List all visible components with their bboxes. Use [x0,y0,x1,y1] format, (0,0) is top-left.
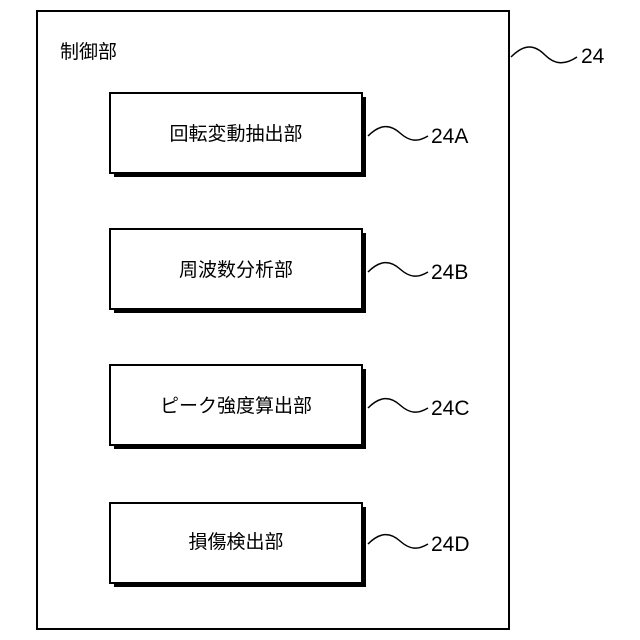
block-ref: 24B [431,261,468,284]
block-label: ピーク強度算出部 [160,395,312,417]
control-unit-ref: 24 [581,45,605,68]
block-ref: 24D [431,533,470,556]
block-label: 損傷検出部 [188,531,283,553]
block-label: 回転変動抽出部 [169,123,302,145]
block-label: 周波数分析部 [179,259,293,281]
block-ref: 24A [431,125,468,148]
block-ref: 24C [431,397,470,420]
control-unit-label: 制御部 [60,41,117,63]
control-unit-leader [511,47,577,63]
